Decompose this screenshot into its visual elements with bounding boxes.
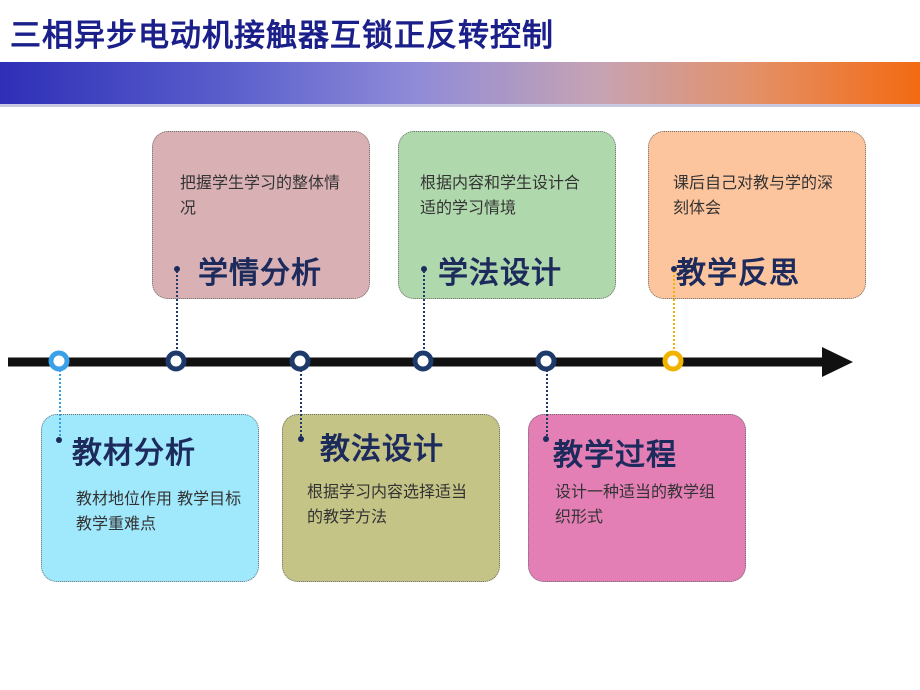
heading-teaching-method-design: 教法设计	[320, 432, 444, 467]
node-teaching-reflection	[662, 350, 684, 372]
node-teaching-process	[535, 350, 557, 372]
connector-study-method-design	[423, 268, 425, 356]
timeline-nodes	[48, 350, 684, 372]
bullet-learning-analysis	[174, 266, 180, 272]
box-study-method-design	[398, 131, 616, 299]
connector-textbook-analysis	[59, 370, 61, 440]
desc-teaching-method-design: 根据学习内容选择适当的教学方法	[307, 482, 468, 526]
desc-learning-analysis: 把握学生学习的整体情况	[180, 173, 341, 217]
box-learning-analysis	[152, 131, 370, 299]
bullet-textbook-analysis	[56, 437, 62, 443]
node-textbook-analysis	[48, 350, 70, 372]
page-title: 三相异步电动机接触器互锁正反转控制	[10, 18, 554, 54]
heading-learning-analysis: 学情分析	[198, 256, 322, 291]
heading-teaching-reflection: 教学反思	[676, 256, 800, 291]
box-teaching-process	[528, 414, 746, 582]
connector-teaching-reflection	[673, 268, 675, 356]
bullet-teaching-process	[543, 436, 549, 442]
connector-learning-analysis	[176, 268, 178, 356]
box-teaching-reflection	[648, 131, 866, 299]
bullet-study-method-design	[421, 266, 427, 272]
bullet-teaching-reflection	[671, 266, 677, 272]
header-divider	[0, 104, 920, 107]
timeline-arrowhead	[822, 347, 853, 377]
box-teaching-method-design	[282, 414, 500, 582]
desc-teaching-reflection: 课后自己对教与学的深刻体会	[673, 173, 834, 217]
node-study-method-design	[412, 350, 434, 372]
connector-teaching-process	[546, 370, 548, 440]
heading-teaching-process: 教学过程	[553, 438, 677, 473]
desc-study-method-design: 根据内容和学生设计合适的学习情境	[420, 173, 581, 217]
desc-textbook-analysis: 教材地位作用 教学目标 教学重难点	[76, 489, 242, 533]
node-learning-analysis	[165, 350, 187, 372]
heading-study-method-design: 学法设计	[438, 256, 562, 291]
bullet-teaching-method-design	[298, 436, 304, 442]
heading-textbook-analysis: 教材分析	[72, 436, 196, 471]
box-textbook-analysis	[41, 414, 259, 582]
connector-teaching-method-design	[300, 370, 302, 440]
node-teaching-method-design	[289, 350, 311, 372]
header-gradient-band	[0, 62, 920, 104]
desc-teaching-process: 设计一种适当的教学组织形式	[555, 482, 716, 526]
